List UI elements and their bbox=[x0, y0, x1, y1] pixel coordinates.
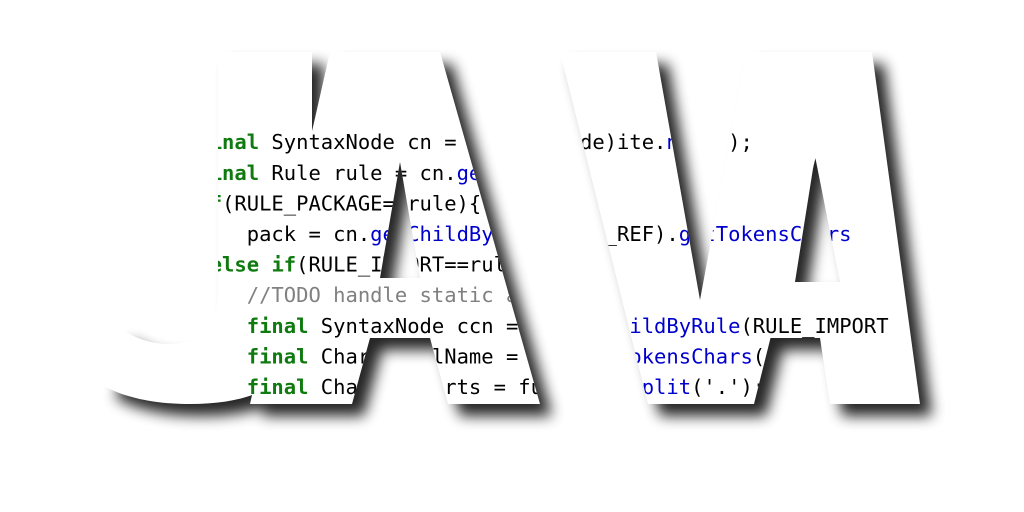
letter-a-second bbox=[690, 52, 920, 404]
code-token: pack = cn. bbox=[247, 222, 370, 246]
code-token: getTokensChars bbox=[679, 222, 852, 246]
code-token: if bbox=[271, 253, 296, 277]
code-token: //TODO handle static and .* bbox=[247, 283, 580, 307]
code-token: SyntaxNode cn = (SyntaxNode)ite. bbox=[259, 130, 666, 154]
code-token: CodeException bbox=[543, 0, 716, 5]
code-token: nvertFile bbox=[86, 0, 197, 5]
code-token bbox=[259, 253, 271, 277]
code-token: if bbox=[197, 191, 222, 215]
code-token: final bbox=[247, 375, 309, 399]
code-line-indent bbox=[148, 191, 197, 215]
code-line-indent bbox=[148, 130, 197, 154]
code-token: getChildByRule bbox=[568, 314, 741, 338]
code-token: (RULE_REF). bbox=[543, 222, 679, 246]
code-token: final bbox=[247, 314, 309, 338]
code-token: throws bbox=[469, 0, 543, 5]
code-line-indent bbox=[148, 283, 247, 307]
code-line-indent bbox=[148, 222, 247, 246]
code-token: getChildren bbox=[975, 0, 1024, 5]
code-token: ( bbox=[198, 0, 210, 5]
code-line-indent bbox=[148, 253, 197, 277]
code-token: split bbox=[629, 375, 691, 399]
code-token: void bbox=[0, 0, 49, 5]
code-token: final bbox=[210, 0, 272, 5]
code-token: getRule bbox=[457, 161, 543, 185]
code-token: } bbox=[197, 253, 209, 277]
code-line-indent bbox=[148, 314, 247, 338]
code-token: final bbox=[247, 344, 309, 368]
letter-a-first bbox=[250, 52, 540, 404]
code-token: ('.'); bbox=[691, 375, 765, 399]
code-token: final bbox=[197, 161, 259, 185]
code-token: (RULE_PACKAGE==rule){ bbox=[222, 191, 481, 215]
code-token: SyntaxNode sn) bbox=[272, 0, 469, 5]
code-token: SyntaxNode ccn = cn. bbox=[308, 314, 567, 338]
code-token: (RULE_IMPORT bbox=[740, 314, 888, 338]
code-line-indent bbox=[148, 344, 247, 368]
code-token: final bbox=[197, 130, 259, 154]
letter-j bbox=[104, 52, 312, 404]
code-line-indent bbox=[148, 375, 247, 399]
code-token: for bbox=[716, 0, 753, 5]
code-token: co bbox=[49, 0, 86, 5]
code-line-indent bbox=[148, 161, 197, 185]
code-token: (); bbox=[543, 161, 580, 185]
code-token: (); bbox=[716, 130, 753, 154]
code-token: else bbox=[210, 253, 259, 277]
code-token: Rule rule = cn. bbox=[259, 161, 456, 185]
code-token: Chars fullName = ccn. bbox=[308, 344, 580, 368]
code-token: getTokensChars bbox=[580, 344, 753, 368]
code-token: (Iterator ite=sn. bbox=[753, 0, 975, 5]
java-letters bbox=[104, 52, 920, 404]
